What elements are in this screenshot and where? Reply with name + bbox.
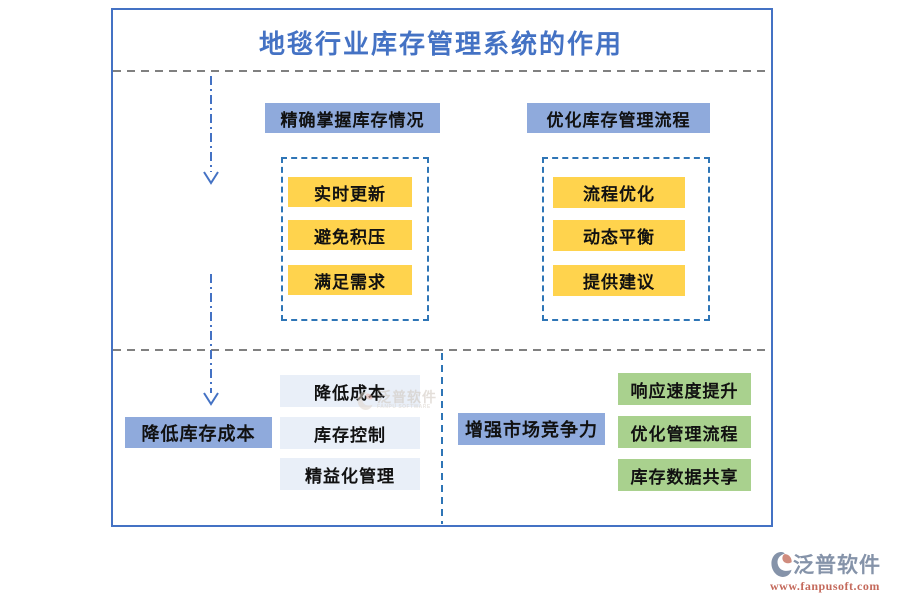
header-enhance-competitiveness: 增强市场竞争力 bbox=[458, 413, 605, 445]
item-provide-advice: 提供建议 bbox=[553, 265, 685, 296]
brand-name: 泛普软件 bbox=[793, 553, 881, 577]
dashed-group-top-left bbox=[281, 157, 429, 321]
dashed-group-top-right bbox=[542, 157, 710, 321]
header-optimize-process: 优化库存管理流程 bbox=[527, 103, 710, 133]
vertical-dashed-divider bbox=[441, 353, 443, 524]
item-response-speed: 响应速度提升 bbox=[618, 373, 751, 405]
item-dynamic-balance: 动态平衡 bbox=[553, 220, 685, 251]
fanpu-logo-icon bbox=[771, 551, 792, 577]
brand-logo: 泛普软件 www.fanpusoft.com bbox=[770, 549, 890, 594]
item-realtime-update: 实时更新 bbox=[288, 177, 412, 207]
item-process-optimize: 流程优化 bbox=[553, 177, 685, 208]
down-arrow-head-2 bbox=[203, 392, 219, 406]
item-lower-cost: 降低成本 bbox=[280, 375, 420, 407]
middle-dashed-divider bbox=[113, 349, 769, 351]
flow-arrows bbox=[203, 76, 219, 406]
item-meet-demand: 满足需求 bbox=[288, 265, 412, 295]
outer-border-frame bbox=[111, 8, 773, 527]
header-grasp-inventory: 精确掌握库存情况 bbox=[265, 103, 440, 133]
brand-url: www.fanpusoft.com bbox=[770, 579, 880, 593]
down-arrow-head-1 bbox=[203, 171, 219, 185]
header-reduce-cost: 降低库存成本 bbox=[125, 417, 272, 448]
top-dashed-divider bbox=[113, 70, 769, 72]
page-title: 地毯行业库存管理系统的作用 bbox=[258, 29, 623, 59]
item-data-sharing: 库存数据共享 bbox=[618, 459, 751, 491]
item-avoid-backlog: 避免积压 bbox=[288, 220, 412, 250]
item-inventory-control: 库存控制 bbox=[280, 417, 420, 449]
item-lean-management: 精益化管理 bbox=[280, 458, 420, 490]
item-optimize-management: 优化管理流程 bbox=[618, 416, 751, 448]
